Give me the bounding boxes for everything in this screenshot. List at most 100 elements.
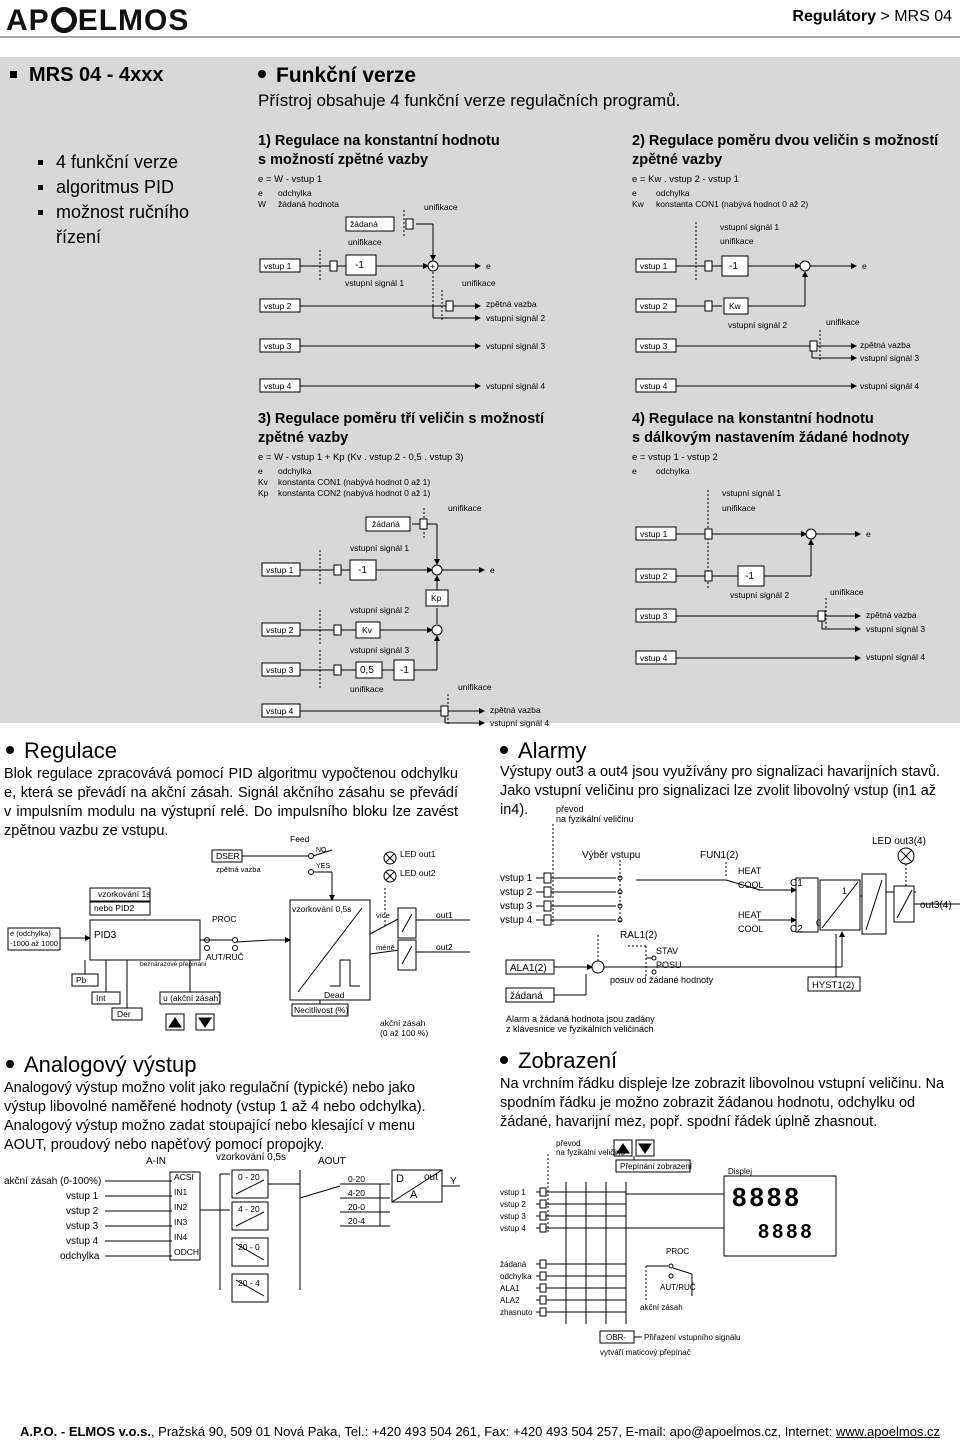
ao-in-5: ODCH [174, 1247, 199, 1257]
v2-input-4: vstup 4 [640, 381, 668, 391]
v3-input-1: vstup 1 [266, 565, 294, 575]
v4-unif-label: unifikace [722, 503, 756, 513]
ao-label-5: odchylka [60, 1251, 100, 1262]
zobrazeni-text: Na vrchním řádku displeje lze zobrazit l… [500, 1076, 945, 1130]
ao-label-3: vstup 3 [66, 1221, 99, 1232]
product-title: MRS 04 - 4xxx [10, 64, 164, 87]
v2-signal-2: vstupní signál 2 [728, 320, 787, 330]
alm-ral: RAL1(2) [620, 930, 657, 941]
v4-feedback: zpětná vazba [866, 610, 917, 620]
alm-cool-2: COOL [738, 924, 764, 934]
v3-diagram [261, 508, 485, 726]
zob-display-bottom: 8888 [758, 1221, 815, 1243]
ao-aout: AOUT [318, 1156, 346, 1167]
ao-label-2: vstup 2 [66, 1206, 99, 1217]
footer-company: A.P.O. - ELMOS v.o.s. [19, 1424, 151, 1439]
feature-item: možnost ručního řízení [38, 200, 238, 250]
v1-neg-block: -1 [355, 260, 364, 271]
functions-intro: Přístroj obsahuje 4 funkční verze regula… [258, 91, 681, 110]
v2-unif-label-2: unifikace [826, 317, 860, 327]
v3-error-out: e [490, 565, 495, 575]
alm-input-3: vstup 3 [500, 901, 533, 912]
alarmy-heading: Alarmy [500, 738, 586, 764]
v2-signal-4: vstupní signál 4 [860, 381, 919, 391]
zob-prevod: převod [556, 1139, 580, 1148]
v3-input-4: vstup 4 [266, 706, 294, 716]
zob-input-2: vstup 2 [500, 1200, 526, 1209]
v1-input-4: vstup 4 [264, 381, 292, 391]
v3-neg-block: -1 [358, 565, 367, 576]
zob-input-3: vstup 3 [500, 1212, 526, 1221]
alm-setpoint: žádaná [510, 991, 543, 1002]
v2-signal-1: vstupní signál 1 [720, 222, 779, 232]
v3-half-block: 0,5 [360, 665, 374, 676]
zob-phys: na fyzikální veličinu [556, 1148, 625, 1157]
reg-aut-ruc: AUT/RUČ [206, 952, 244, 962]
analog-diagram: A-IN vzorkování 0,5s AOUT akční zásah (0… [4, 1152, 460, 1303]
alm-select-input: Výběr vstupu [582, 850, 640, 861]
footer-web-link[interactable]: www.apoelmos.cz [836, 1424, 941, 1439]
v4-error-out: e [866, 529, 871, 539]
reg-u: u (akční zásah) [163, 993, 221, 1003]
reg-led-out1: LED out1 [400, 849, 436, 859]
reg-der: Der [117, 1009, 131, 1019]
breadcrumb-section[interactable]: Regulátory [792, 8, 876, 25]
zob-ala1: ALA1 [500, 1284, 520, 1293]
ao-out-3: 20-4 [348, 1216, 365, 1226]
header-divider [0, 36, 960, 38]
ao-range-3: 20 - 4 [238, 1278, 260, 1288]
alm-c2: C2 [790, 924, 803, 935]
v3-setpoint-block: žádaná [372, 519, 400, 529]
alm-input-1: vstup 1 [500, 873, 533, 884]
v3-input-2: vstup 2 [266, 625, 294, 635]
v3-signal-2: vstupní signál 2 [350, 605, 409, 615]
ao-label-0: akční zásah (0-100%) [4, 1176, 101, 1187]
zobrazeni-diagram: převod na fyzikální veličinu Přepínání z… [500, 1139, 837, 1357]
functions-heading: Funkční verze [258, 64, 416, 88]
reg-pid2: nebo PID2 [94, 903, 134, 913]
v1-input-1: vstup 1 [264, 261, 292, 271]
v2-neg-block: -1 [729, 261, 738, 272]
v3-signal-4: vstupní signál 4 [490, 718, 549, 728]
v4-input-4: vstup 4 [640, 653, 668, 663]
alm-input-4: vstup 4 [500, 915, 533, 926]
alm-heat: HEAT [738, 866, 762, 876]
feature-list: 4 funkční verze algoritmus PID možnost r… [38, 150, 238, 250]
footer-address: , Pražská 90, 509 01 Nová Paka, Tel.: +4… [150, 1424, 836, 1439]
v2-kw-block: Kw [729, 301, 742, 311]
function-versions-panel [240, 57, 960, 723]
v1-unif-label-2: unifikace [424, 202, 458, 212]
zob-off: zhasnuto [500, 1308, 533, 1317]
analog-heading: Analogový výstup [6, 1052, 196, 1078]
v4-input-2: vstup 2 [640, 571, 668, 581]
v2-unif-label: unifikace [720, 236, 754, 246]
zob-input-4: vstup 4 [500, 1224, 526, 1233]
reg-no: NO [316, 847, 327, 854]
reg-out2: out2 [436, 942, 453, 952]
ao-range-1: 4 - 20 [238, 1204, 260, 1214]
ao-out-2: 20-0 [348, 1202, 365, 1212]
reg-deadband: Necitlivost (%) [294, 1005, 348, 1015]
zob-setpoint: žádaná [500, 1260, 527, 1269]
reg-out1: out1 [436, 910, 453, 920]
v4-neg-block: -1 [745, 571, 754, 582]
alm-prevod: převod [556, 804, 584, 814]
ao-a: A [410, 1189, 418, 1201]
v1-setpoint-block: žádaná [350, 219, 378, 229]
alm-out: out3(4) [920, 900, 952, 911]
v3-unif-label: unifikace [448, 503, 482, 513]
v4-diagram [635, 490, 861, 665]
reg-error-input: e (odchylka) [10, 929, 51, 938]
reg-more: více [376, 911, 390, 920]
v3-formula: e = W - vstup 1 + Kp (Kv . vstup 2 - 0,5… [258, 452, 464, 463]
reg-proc: PROC [212, 914, 237, 924]
reg-range: -1000 až 1000 [10, 939, 58, 948]
ao-in-1: IN1 [174, 1187, 188, 1197]
alm-shift: posuv od žádané hodnoty [610, 975, 714, 985]
alm-fun: FUN1(2) [700, 850, 738, 861]
ao-out-0: 0-20 [348, 1174, 365, 1184]
feature-item: algoritmus PID [38, 175, 238, 200]
